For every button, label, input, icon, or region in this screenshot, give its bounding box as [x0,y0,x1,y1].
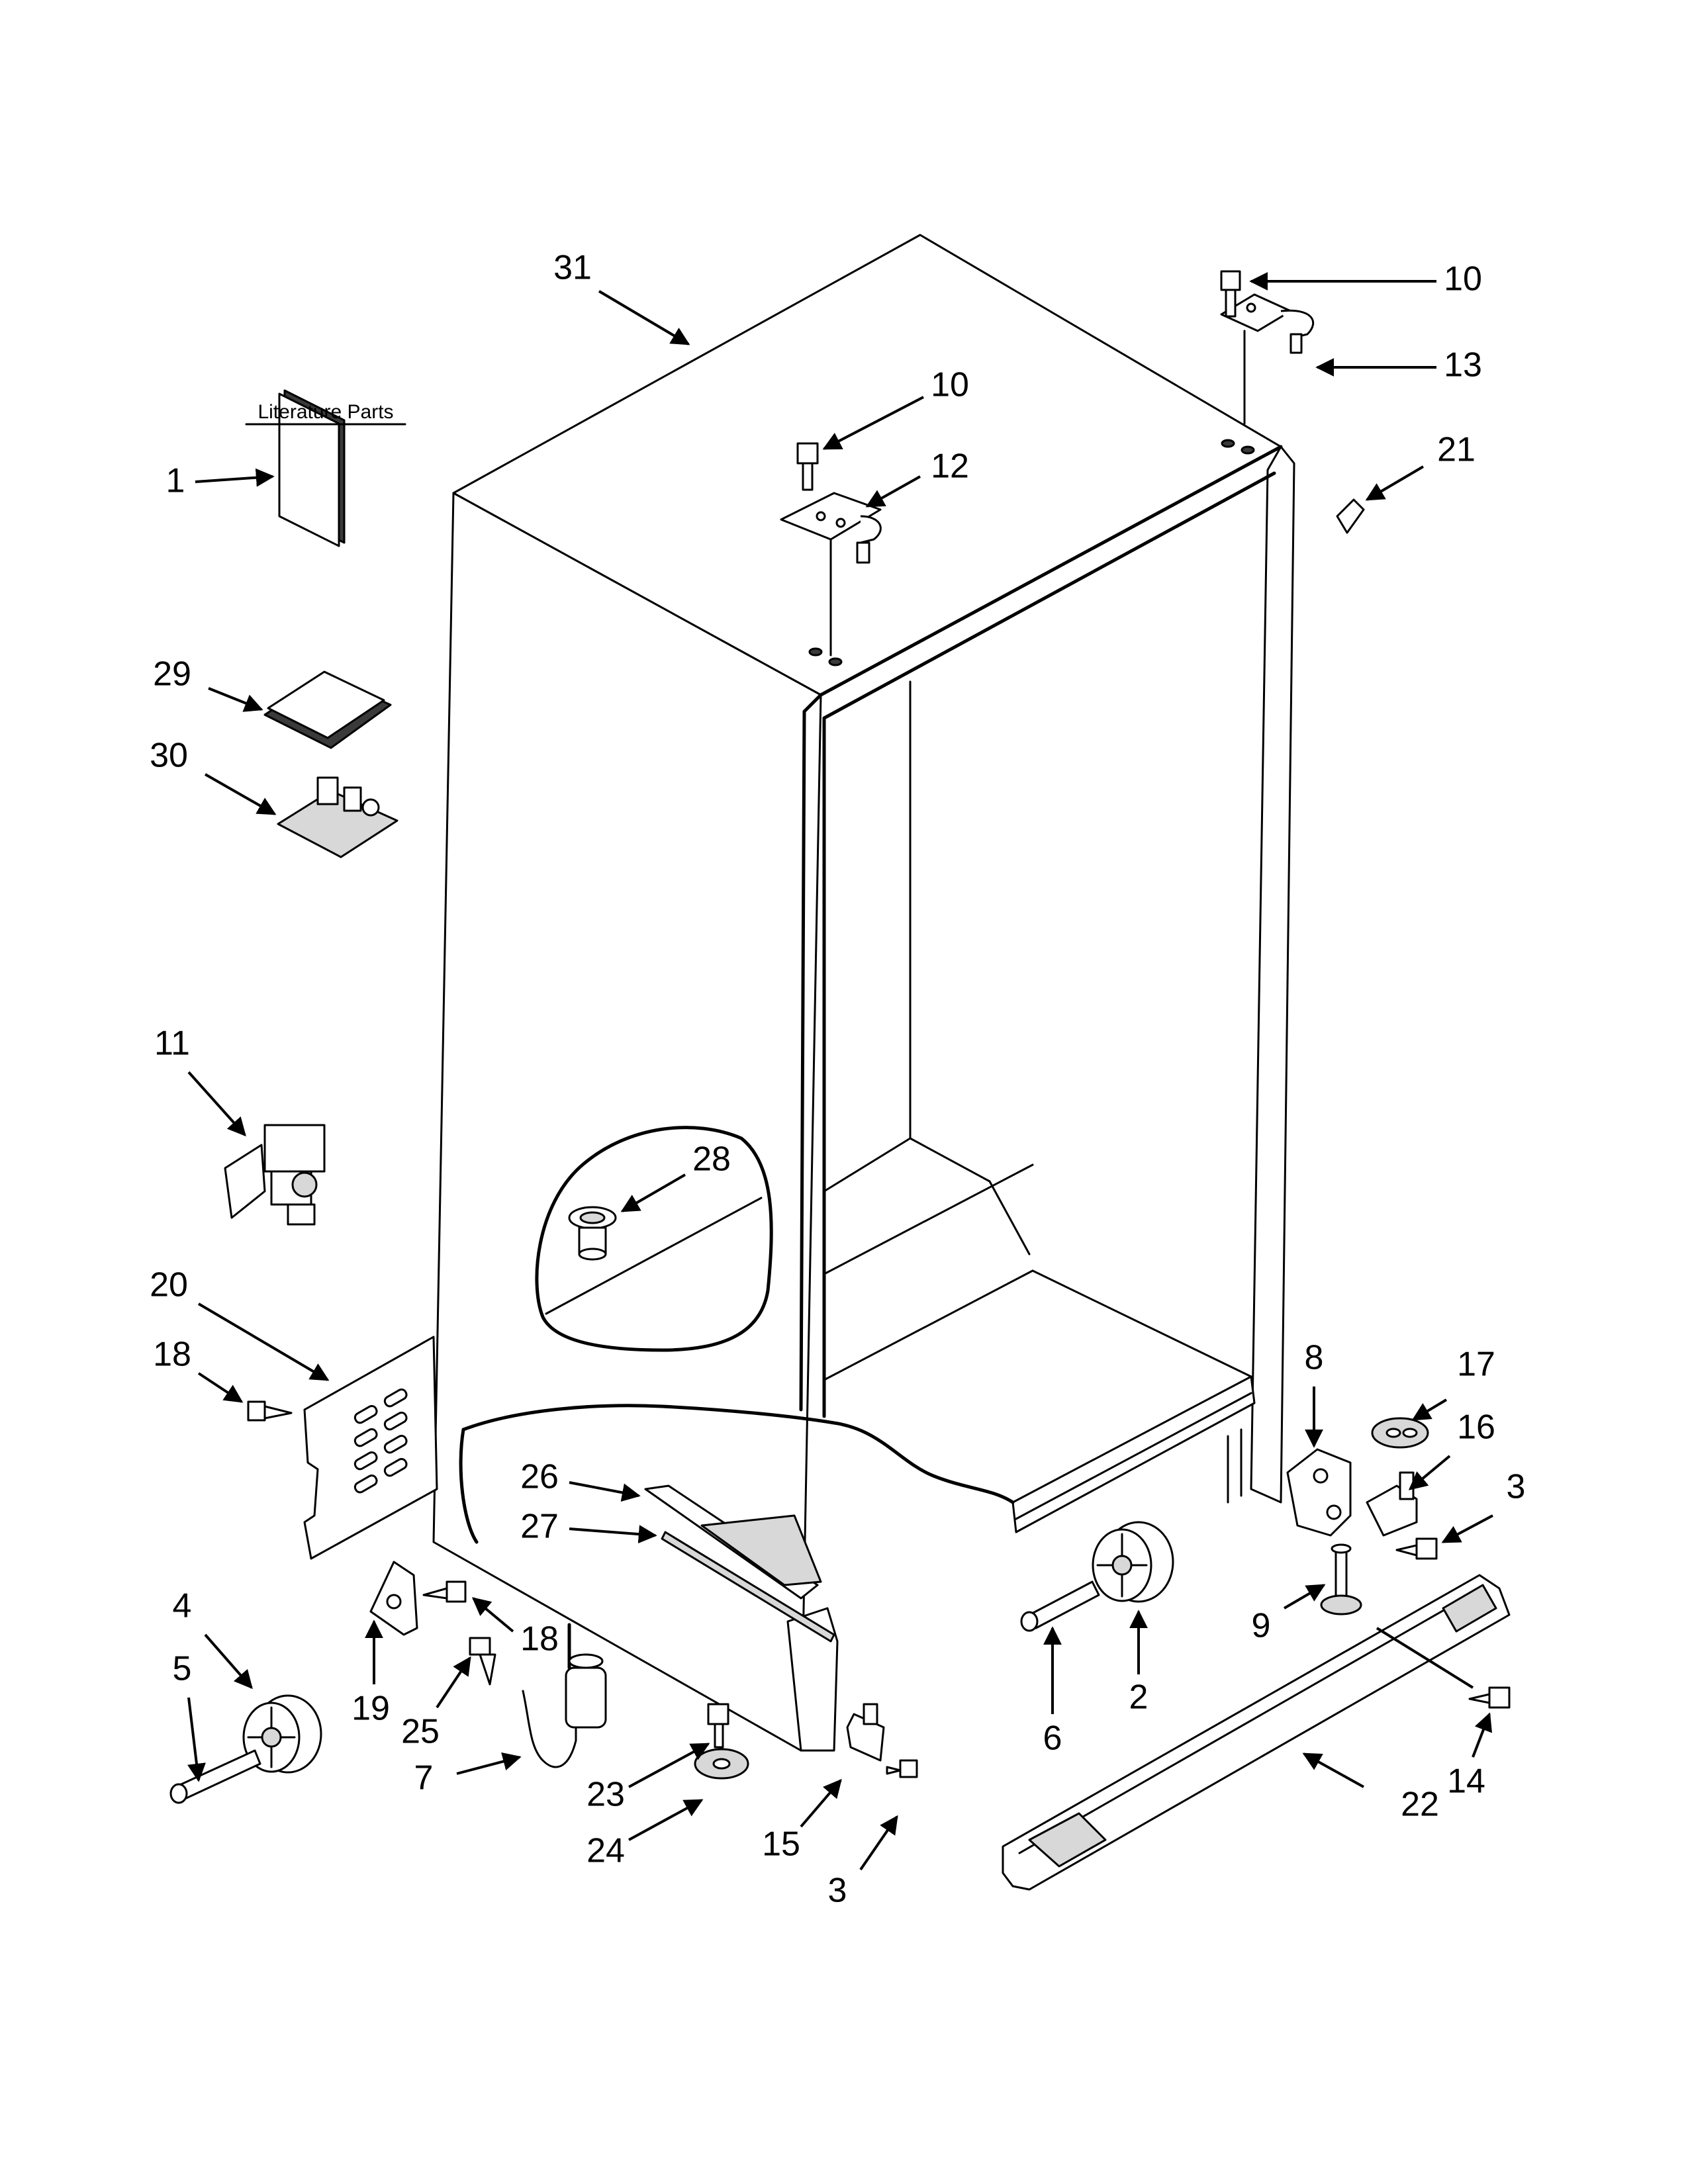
callout-8: 8 [1305,1339,1324,1377]
callout-18: 18 [153,1336,191,1374]
callout-16: 16 [1457,1408,1495,1447]
control-board-icon [277,776,399,858]
cabinet-assembly [432,234,1295,1752]
callout-25: 25 [401,1713,440,1751]
callout-5: 5 [173,1650,192,1688]
roller-wheel-icon [1092,1521,1174,1603]
top-hinge-icon [1220,293,1315,354]
clip-icon [1336,498,1365,534]
callout-19: 19 [352,1690,390,1728]
bracket-icon [846,1703,885,1762]
control-cover-icon [263,670,392,749]
literature-parts-icon [278,389,346,547]
callout-4: 4 [173,1587,192,1625]
leveling-screw-icon [707,1703,729,1749]
cutaway-window [535,1126,773,1352]
callout-1: 1 [166,462,185,500]
screw-icon [1395,1537,1438,1560]
screw-hole [808,647,823,657]
callout-20: 20 [150,1266,188,1304]
callout-2: 2 [1129,1678,1149,1717]
screw-icon [1220,270,1241,318]
callout-6: 6 [1043,1719,1062,1758]
callout-10: 10 [1444,260,1482,298]
leveling-leg-icon [1320,1543,1362,1615]
axle-icon [169,1749,261,1804]
callout-12: 12 [931,447,969,486]
callout-22: 22 [1401,1786,1439,1824]
callout-labels: 31 10 13 21 10 12 1 29 30 11 28 20 18 26… [150,249,1525,1910]
screw-hole [1221,439,1235,448]
screw-icon [247,1400,293,1422]
callout-15: 15 [762,1825,800,1864]
drain-trap-icon [522,1653,607,1768]
callout-23: 23 [586,1776,625,1814]
screw-hole [828,657,843,666]
axle-icon [1020,1580,1100,1632]
callout-13: 13 [1444,346,1482,385]
washer-icon [694,1748,749,1780]
literature-parts-label: Literature Parts [258,401,393,423]
screw-hole [1241,445,1255,455]
callout-28: 28 [692,1140,731,1179]
callout-21: 21 [1437,431,1476,469]
hinge-pin-icon [1366,1471,1418,1537]
bracket-icon [369,1561,418,1636]
roller-wheel-icon [242,1694,322,1774]
callout-18: 18 [520,1620,559,1659]
callout-17: 17 [1457,1345,1495,1384]
callout-29: 29 [153,655,191,694]
rear-access-cover-icon [303,1336,438,1560]
top-hinge-icon [780,492,882,564]
screw-icon [1468,1686,1511,1709]
leader-lines [187,272,1493,1871]
screw-icon [796,442,819,491]
callout-31: 31 [553,249,592,287]
hinge-bracket-icon [1286,1448,1352,1537]
callout-14: 14 [1447,1762,1485,1801]
screw-icon [469,1637,496,1686]
callout-10: 10 [931,366,969,404]
base-grille-icon [1002,1574,1511,1891]
callout-3: 3 [828,1872,847,1910]
callout-30: 30 [150,737,188,775]
drain-tube-icon [644,1484,822,1600]
callout-24: 24 [586,1832,625,1870]
callout-7: 7 [414,1759,434,1797]
drain-grommet-icon [568,1206,617,1261]
drain-rod-icon [661,1531,835,1643]
callout-9: 9 [1252,1607,1271,1645]
screw-icon [886,1759,918,1778]
callout-11: 11 [154,1024,190,1063]
callout-26: 26 [520,1458,559,1496]
callout-27: 27 [520,1508,559,1546]
washer-icon [1371,1417,1429,1449]
screw-icon [422,1580,467,1603]
water-valve-icon [224,1124,326,1226]
callout-3: 3 [1507,1468,1526,1506]
